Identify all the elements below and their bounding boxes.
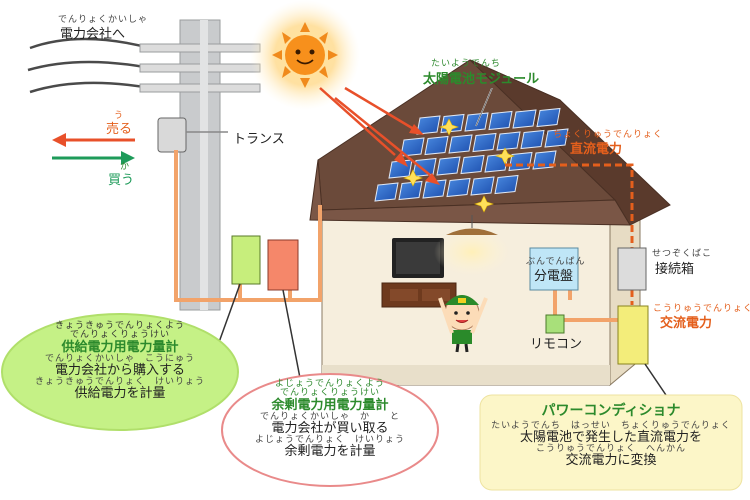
supply-line2-ruby: きょうきゅうでんりょく けいりょう bbox=[34, 376, 205, 387]
supply-meter-bubble-shape bbox=[1, 313, 239, 431]
supply-title: 供給電力用電力量計 bbox=[61, 339, 179, 355]
power-conditioner-bubble-shape bbox=[479, 394, 743, 491]
television bbox=[381, 238, 457, 308]
surplus-meter-bubble: よじょうでんりょくよう でんりょくりょうけい 余剰電力用電力量計 でんりょくかい… bbox=[232, 379, 428, 460]
buy-arrow bbox=[52, 151, 135, 165]
solar-panel bbox=[400, 137, 425, 157]
ac-ruby: こうりゅうでんりょく bbox=[653, 304, 750, 314]
solar-panel bbox=[460, 154, 485, 175]
surplus-line1: 電力会社が買い取る bbox=[271, 420, 389, 436]
solar-panel bbox=[544, 128, 569, 148]
remote-control bbox=[545, 314, 565, 334]
solar-panel bbox=[494, 174, 519, 195]
surplus-title: 余剰電力用電力量計 bbox=[271, 397, 389, 413]
module-label: 太陽電池モジュール bbox=[423, 72, 540, 87]
sparkles bbox=[403, 118, 515, 213]
sell-label: 売る bbox=[106, 122, 133, 137]
supply-line2: 供給電力を計量 bbox=[74, 386, 166, 402]
distribution-board bbox=[529, 247, 579, 291]
supply-line1: 電力会社から購入する bbox=[54, 362, 185, 378]
solar-panel bbox=[536, 107, 561, 128]
to-utility-label: 電力会社へ bbox=[60, 27, 126, 42]
solar-panel bbox=[496, 131, 521, 151]
solar-panel bbox=[440, 113, 465, 134]
surplus-meter-bubble-shape bbox=[221, 373, 439, 487]
buy-label: 買う bbox=[108, 173, 135, 188]
solar-panel bbox=[470, 176, 495, 196]
sun bbox=[250, 0, 360, 110]
dc-label: 直流電力 bbox=[570, 142, 623, 157]
buy-ruby: か bbox=[120, 162, 131, 172]
solar-panel bbox=[472, 132, 497, 153]
solar-panel bbox=[374, 182, 399, 202]
pc-title: パワーコンディショナ bbox=[541, 403, 681, 419]
transformer bbox=[157, 117, 228, 153]
remote-label: リモコン bbox=[530, 337, 583, 352]
solar-panel bbox=[446, 177, 471, 198]
solar-panel bbox=[424, 135, 449, 156]
sun-rays bbox=[319, 86, 431, 176]
child-figure bbox=[438, 295, 488, 353]
solar-panel bbox=[488, 110, 513, 131]
sell-ruby: う bbox=[114, 111, 125, 121]
pc-line2: 交流電力に変換 bbox=[565, 453, 657, 469]
distribution-ruby: ぶんでんばん bbox=[526, 257, 586, 267]
module-leader bbox=[475, 88, 493, 127]
surplus-line2: 余剰電力を計量 bbox=[284, 444, 376, 460]
supply-meter-box bbox=[217, 235, 261, 346]
supply-ruby-2: でんりょくりょうけい bbox=[69, 330, 170, 341]
transformer-label: トランス bbox=[233, 132, 285, 147]
supply-line1-ruby: でんりょくかいしゃ こうにゅう bbox=[44, 353, 195, 364]
solar-panel bbox=[436, 156, 461, 176]
dc-ruby: ちょくりゅうでんりょく bbox=[553, 130, 664, 140]
ac-label: 交流電力 bbox=[660, 316, 713, 331]
utility-pole bbox=[139, 19, 261, 311]
surplus-ruby-1: よじょうでんりょくよう bbox=[274, 379, 385, 389]
solar-panel bbox=[512, 109, 537, 129]
supply-meter-bubble: きょうきゅうでんりょくよう でんりょくりょうけい 供給電力用電力量計 でんりょく… bbox=[20, 321, 220, 402]
module-ruby: たいようでんち bbox=[431, 59, 501, 69]
junction-ruby: せつぞくばこ bbox=[652, 249, 713, 259]
sell-arrow bbox=[52, 133, 135, 147]
solar-panel bbox=[422, 179, 447, 199]
power-conditioner-box bbox=[617, 305, 669, 399]
power-conditioner-bubble: パワーコンディショナ たいようでんち はっせい ちょくりゅうでんりょく 太陽電池… bbox=[484, 404, 738, 468]
solar-panel bbox=[520, 129, 545, 150]
surplus-line2-ruby: よじょうでんりょく けいりょう bbox=[254, 434, 405, 445]
solar-panel bbox=[398, 180, 423, 201]
pc-line1: 太陽電池で発生した直流電力を bbox=[519, 430, 702, 446]
ceiling-lamp bbox=[434, 215, 510, 276]
dc-line bbox=[505, 163, 634, 305]
pc-line1-ruby: たいようでんち はっせい ちょくりゅうでんりょく bbox=[491, 420, 731, 431]
to-utility-ruby: でんりょくかいしゃ bbox=[58, 15, 149, 25]
solar-panel bbox=[448, 134, 473, 154]
surplus-meter-box bbox=[267, 239, 301, 379]
pc-line2-ruby: こうりゅうでんりょく へんかん bbox=[535, 443, 686, 454]
surplus-line1-ruby: でんりょくかいしゃ か と bbox=[259, 411, 400, 422]
distribution-label: 分電盤 bbox=[534, 269, 574, 284]
solar-panel bbox=[412, 157, 437, 178]
surplus-ruby-2: でんりょくりょうけい bbox=[279, 388, 380, 399]
junction-label: 接続箱 bbox=[655, 262, 695, 277]
junction-box bbox=[617, 247, 647, 291]
supply-ruby-1: きょうきゅうでんりょくよう bbox=[54, 321, 185, 331]
